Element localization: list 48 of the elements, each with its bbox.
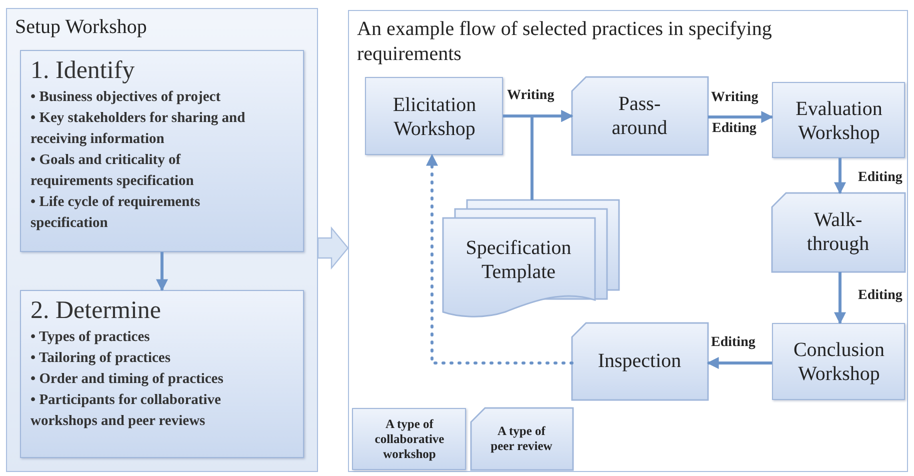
bullet-item: • Participants for collaborative workshops and peer reviews <box>30 390 222 430</box>
arrow <box>834 272 846 324</box>
node-label: Walk- through <box>806 208 870 256</box>
node-label: Inspection <box>596 349 682 373</box>
review-box <box>572 76 708 154</box>
arrow <box>156 252 168 292</box>
review-box <box>572 322 708 400</box>
bullet-item: • Life cycle of requirements specification <box>30 192 202 232</box>
node-label: A type of collaborative workshop <box>374 417 446 462</box>
box-heading: 1. Identify <box>30 56 136 86</box>
process-box <box>772 322 904 400</box>
bullet-item: • Order and timing of practices <box>30 370 224 388</box>
edge-label: Editing <box>857 170 904 186</box>
bullet-item: • Tailoring of practices <box>30 348 172 368</box>
arrow <box>706 357 772 369</box>
edge-label: Writing <box>710 90 760 106</box>
process-box <box>364 76 502 154</box>
node-label: A type of peer review <box>490 424 554 454</box>
text-label: Editing <box>711 121 758 137</box>
legend-box <box>352 408 466 470</box>
node-label: Conclusion Workshop <box>792 338 886 386</box>
review-box <box>470 408 572 470</box>
bullet-item: • Types of practices <box>30 328 151 346</box>
arrow <box>708 111 774 123</box>
arrow <box>530 110 574 200</box>
arrow <box>834 158 846 194</box>
bullet-item: • Key stakeholders for sharing and receiving information <box>30 108 246 148</box>
node-label: Elicitation Workshop <box>392 92 478 140</box>
node-label: Evaluation Workshop <box>794 96 884 144</box>
block-arrow <box>317 226 349 270</box>
document-stack <box>442 200 620 314</box>
dotted-arrow <box>426 154 574 364</box>
process-box <box>20 50 304 252</box>
process-box <box>20 290 304 458</box>
panel-title: Setup Workshop <box>15 15 148 40</box>
panel <box>348 10 908 472</box>
edge-label: Editing <box>857 288 904 304</box>
panel-title: An example flow of selected practices in specifying requirements <box>357 17 773 67</box>
box-heading: 2. Determine <box>30 296 162 326</box>
panel <box>6 8 318 472</box>
edge-label: Writing <box>506 88 556 104</box>
review-box <box>772 192 904 272</box>
node-label: Pass- around <box>610 92 668 140</box>
process-box <box>772 82 904 158</box>
edge-label: Editing <box>710 335 756 351</box>
bullet-item: • Goals and criticality of requirements specification <box>30 150 195 190</box>
node-label: Specification Template <box>464 236 572 284</box>
bullet-item: • Business objectives of project <box>30 88 222 106</box>
